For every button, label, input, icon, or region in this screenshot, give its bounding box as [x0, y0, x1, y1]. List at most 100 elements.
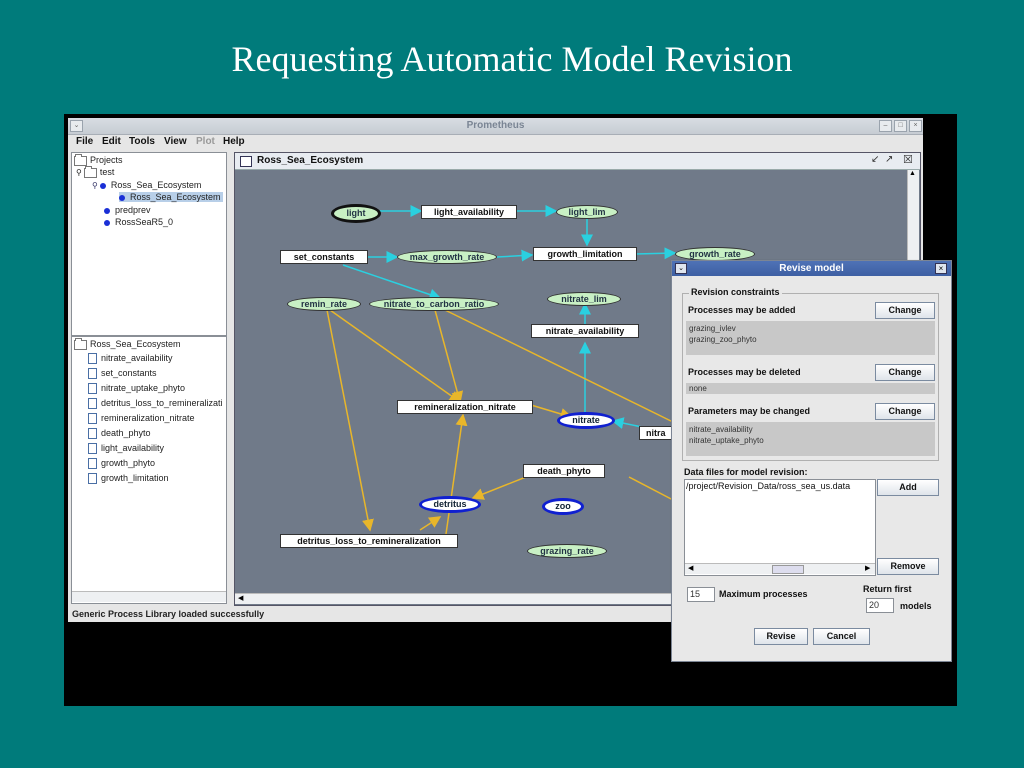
window-menu-icon[interactable]: ⌄ [70, 120, 83, 132]
scroll-left-icon[interactable]: ◀ [688, 565, 694, 572]
tree-label: Projects [90, 155, 123, 165]
dialog-close-icon[interactable]: × [935, 263, 947, 274]
node-nitrate-availability[interactable]: nitrate_availability [531, 324, 639, 338]
iconify-icon[interactable]: ↙ [871, 154, 880, 165]
tree-label: growth_phyto [101, 458, 156, 468]
node-growth-limitation[interactable]: growth_limitation [533, 247, 637, 261]
tree-label: remineralization_nitrate [101, 413, 195, 423]
frame-icon [240, 156, 252, 167]
node-max-growth-rate[interactable]: max_growth_rate [397, 250, 497, 264]
revise-button[interactable]: Revise [754, 628, 808, 645]
minimize-icon[interactable]: – [879, 120, 892, 132]
folder-icon [74, 337, 87, 350]
menu-edit[interactable]: Edit [102, 136, 121, 147]
node-nitrate-to-carbon-ratio[interactable]: nitrate_to_carbon_ratio [369, 297, 499, 311]
change-parameters-button[interactable]: Change [875, 403, 935, 420]
menu-file[interactable]: File [76, 136, 94, 147]
tree-item-test[interactable]: ⚲test [76, 165, 114, 178]
node-detritus-loss-to-remineralization[interactable]: detritus_loss_to_remineralization [280, 534, 458, 548]
processes-deleted-list: none [686, 383, 935, 394]
list-item: none [689, 384, 707, 393]
model-dot-icon [104, 207, 110, 214]
data-file-item[interactable]: /project/Revision_Data/ross_sea_us.data [686, 481, 851, 491]
maximize-icon[interactable]: □ [894, 120, 907, 132]
node-remineralization-nitrate[interactable]: remineralization_nitrate [397, 400, 533, 414]
tree-item-process[interactable]: nitrate_uptake_phyto [88, 383, 186, 395]
tree-label: growth_limitation [101, 473, 169, 483]
list-item: grazing_ivlev [689, 324, 736, 333]
list-item: nitrate_availability [689, 425, 753, 434]
scroll-thumb[interactable] [772, 565, 804, 574]
revise-model-dialog: ⌄ Revise model × Revision constraints Pr… [671, 260, 952, 662]
list-item: nitrate_uptake_phyto [689, 436, 764, 445]
node-light[interactable]: light [331, 204, 381, 223]
document-icon [88, 443, 97, 455]
model-process-tree: Ross_Sea_Ecosystem nitrate_availability … [71, 336, 227, 604]
data-files-hscrollbar[interactable]: ◀ ▶ [685, 563, 875, 574]
horizontal-scrollbar[interactable] [72, 591, 226, 602]
window-title: Prometheus [466, 120, 525, 131]
node-nitrate-lim[interactable]: nitrate_lim [547, 292, 621, 306]
max-processes-input[interactable]: 15 [687, 587, 715, 602]
node-light-availability[interactable]: light_availability [421, 205, 517, 219]
node-nitrate[interactable]: nitrate [557, 412, 615, 429]
tree-label: Ross_Sea_Ecosystem [130, 192, 221, 202]
change-deleted-button[interactable]: Change [875, 364, 935, 381]
tree-item-process[interactable]: growth_limitation [88, 473, 169, 485]
tree-item-process[interactable]: growth_phyto [88, 458, 156, 470]
tree-item-predprev[interactable]: predprev [104, 205, 151, 215]
close-frame-icon[interactable]: ☒ [903, 154, 913, 166]
node-growth-rate[interactable]: growth_rate [675, 247, 755, 261]
tree-item-process[interactable]: nitrate_availability [88, 353, 173, 365]
tree-item-ross-sea-selected[interactable]: Ross_Sea_Ecosystem [119, 192, 223, 202]
menu-view[interactable]: View [164, 136, 187, 147]
graph-frame-titlebar: Ross_Sea_Ecosystem ↙ ↗ ☒ [235, 153, 920, 170]
tree-label: nitrate_uptake_phyto [101, 383, 186, 393]
tree-item-process[interactable]: light_availability [88, 443, 164, 455]
yellow-edges [326, 309, 676, 542]
tree-item-process[interactable]: death_phyto [88, 428, 151, 440]
cancel-button[interactable]: Cancel [813, 628, 870, 645]
node-light-lim[interactable]: light_lim [556, 205, 618, 219]
parameters-changed-label: Parameters may be changed [688, 406, 811, 416]
data-files-label: Data files for model revision: [684, 467, 808, 477]
tree-label: RossSeaR5_0 [115, 217, 174, 227]
close-icon[interactable]: × [909, 120, 922, 132]
node-detritus[interactable]: detritus [419, 496, 481, 513]
tree-item-rosssear5[interactable]: RossSeaR5_0 [104, 217, 173, 227]
tree-root-model[interactable]: Ross_Sea_Ecosystem [74, 337, 181, 350]
projects-tree: Projects ⚲test ⚲Ross_Sea_Ecosystem Ross_… [71, 152, 227, 336]
parameters-changed-list: nitrate_availability nitrate_uptake_phyt… [686, 422, 935, 456]
dialog-menu-icon[interactable]: ⌄ [675, 263, 687, 274]
tree-root-projects[interactable]: Projects [74, 153, 123, 166]
menu-tools[interactable]: Tools [129, 136, 155, 147]
revision-constraints-group [682, 293, 939, 461]
node-zoo[interactable]: zoo [542, 498, 584, 515]
tree-item-process[interactable]: set_constants [88, 368, 157, 380]
tree-item-ross-sea[interactable]: ⚲Ross_Sea_Ecosystem [92, 180, 201, 190]
node-remin-rate[interactable]: remin_rate [287, 297, 361, 311]
maximize-frame-icon[interactable]: ↗ [885, 154, 894, 165]
data-files-list[interactable]: /project/Revision_Data/ross_sea_us.data … [684, 479, 876, 576]
processes-added-list: grazing_ivlev grazing_zoo_phyto [686, 321, 935, 355]
scroll-up-icon[interactable]: ▲ [909, 170, 916, 177]
add-data-file-button[interactable]: Add [877, 479, 939, 496]
graph-frame-title: Ross_Sea_Ecosystem [257, 155, 364, 166]
window-titlebar: ⌄ Prometheus – □ × [68, 118, 923, 135]
model-dot-icon [104, 219, 110, 226]
return-first-label: Return first [863, 584, 912, 594]
menu-plot[interactable]: Plot [196, 136, 215, 147]
tree-item-process[interactable]: detritus_loss_to_remineralizati [88, 398, 223, 410]
return-first-input[interactable]: 20 [866, 598, 894, 613]
tree-item-process[interactable]: remineralization_nitrate [88, 413, 195, 425]
graph-horizontal-scrollbar[interactable]: ◀ [235, 593, 907, 604]
change-added-button[interactable]: Change [875, 302, 935, 319]
scroll-left-icon[interactable]: ◀ [238, 595, 244, 602]
remove-data-file-button[interactable]: Remove [877, 558, 939, 575]
scroll-right-icon[interactable]: ▶ [865, 565, 871, 572]
node-set-constants[interactable]: set_constants [280, 250, 368, 264]
menu-help[interactable]: Help [223, 136, 245, 147]
dialog-titlebar: ⌄ Revise model × [672, 261, 951, 276]
node-death-phyto[interactable]: death_phyto [523, 464, 605, 478]
node-grazing-rate[interactable]: grazing_rate [527, 544, 607, 558]
